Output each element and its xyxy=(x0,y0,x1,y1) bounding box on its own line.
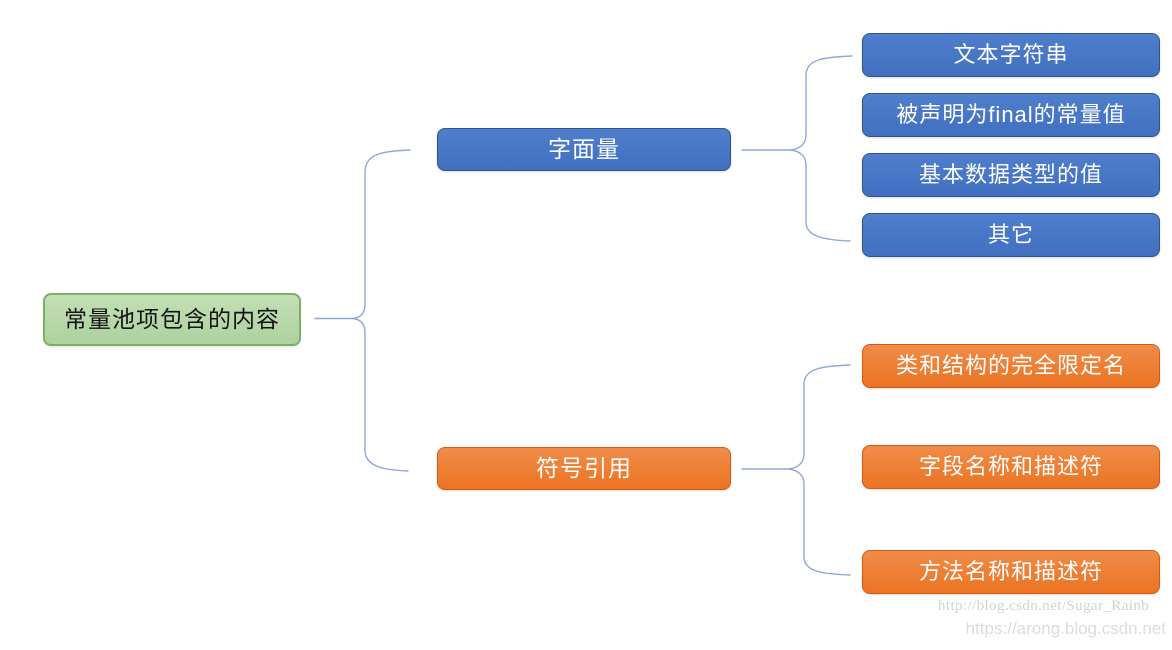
watermark-csdn-url: http://blog.csdn.net/Sugar_Rainb xyxy=(938,598,1150,614)
leaf-node-label: 方法名称和描述符 xyxy=(918,559,1103,584)
brace-connector-literal xyxy=(741,55,853,242)
branch-node-label: 符号引用 xyxy=(536,455,632,481)
leaf-node-label: 文本字符串 xyxy=(953,42,1069,67)
brace-connector-root xyxy=(314,149,411,472)
leaf-node-text-string: 文本字符串 xyxy=(862,33,1160,77)
leaf-node-other: 其它 xyxy=(862,213,1160,257)
leaf-node-label: 字段名称和描述符 xyxy=(918,454,1103,479)
branch-node-symbol-reference: 符号引用 xyxy=(437,447,731,490)
branch-node-label: 字面量 xyxy=(548,136,620,162)
leaf-node-field-name-descriptor: 字段名称和描述符 xyxy=(862,445,1160,489)
root-node-label: 常量池项包含的内容 xyxy=(64,306,280,332)
brace-connector-symbol xyxy=(741,364,851,576)
branch-node-literal: 字面量 xyxy=(437,128,731,171)
leaf-node-primitive-value: 基本数据类型的值 xyxy=(862,153,1160,197)
watermark-arong-blog-url: https://arong.blog.csdn.net xyxy=(965,619,1166,638)
leaf-node-label: 被声明为final的常量值 xyxy=(896,102,1126,127)
leaf-node-final-constant: 被声明为final的常量值 xyxy=(862,93,1160,137)
leaf-node-method-name-descriptor: 方法名称和描述符 xyxy=(862,550,1160,594)
leaf-node-label: 类和结构的完全限定名 xyxy=(895,353,1126,378)
leaf-node-label: 其它 xyxy=(987,222,1034,247)
root-node: 常量池项包含的内容 xyxy=(43,293,301,346)
leaf-node-label: 基本数据类型的值 xyxy=(918,162,1103,187)
leaf-node-fully-qualified-name: 类和结构的完全限定名 xyxy=(862,344,1160,388)
